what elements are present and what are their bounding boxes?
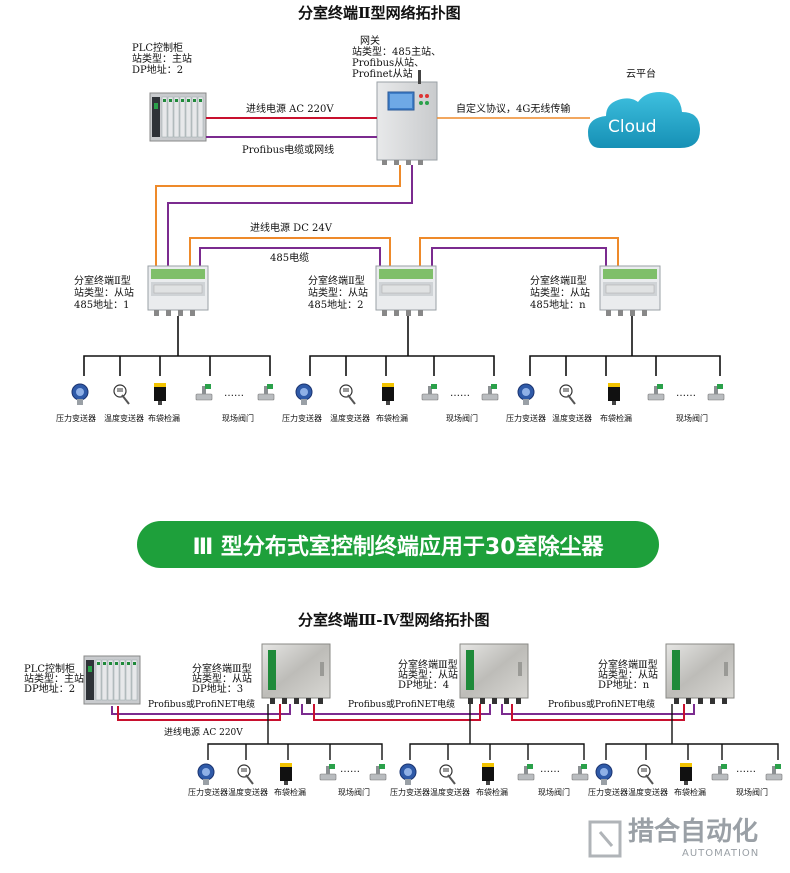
dots-label: …… (676, 388, 696, 399)
cloud-platform-label: 云平台 (626, 69, 656, 80)
custom-protocol-label: 自定义协议，4G无线传输 (456, 104, 571, 115)
valve-label: 现场阀门 (676, 414, 708, 423)
dc-power-label: 进线电源 DC 24V (250, 223, 332, 234)
terminal-ii-n (599, 265, 661, 317)
profibus2-label-3: Profibus或ProfiNET电缆 (548, 700, 656, 710)
bag-leak-label: 布袋检漏 (674, 788, 706, 797)
terminal3-label-3: DP地址：3 (192, 684, 244, 695)
company-logo-en: AUTOMATION (682, 848, 760, 859)
terminal4-label-3: DP地址：4 (398, 680, 450, 691)
plc-label-3: DP地址：2 (132, 65, 184, 76)
ac-power2-label: 进线电源 AC 220V (164, 728, 243, 738)
terminal2-label-2: 站类型：从站 (308, 288, 368, 299)
pressure-label: 压力变送器 (506, 414, 546, 423)
plc-cabinet-2 (83, 655, 141, 705)
pressure-label: 压力变送器 (588, 788, 628, 797)
pressure-label: 压力变送器 (56, 414, 96, 423)
gateway-label-3: Profibus从站、 (352, 58, 425, 69)
valve-label: 现场阀门 (446, 414, 478, 423)
plc-label-1: PLC控制柜 (132, 43, 184, 54)
cable-485-label: 485电缆 (270, 253, 310, 264)
terminal3-label-2: 站类型：从站 (192, 674, 252, 685)
gateway-device (376, 70, 438, 165)
pressure-label: 压力变送器 (188, 788, 228, 797)
company-logo-mark (588, 820, 622, 858)
banner-title: Ⅲ 型分布式室控制终端应用于30室除尘器 (137, 521, 659, 568)
dots-label: …… (540, 764, 560, 775)
dots-label: …… (736, 764, 756, 775)
profibus2-label-1: Profibus或ProfiNET电缆 (148, 700, 256, 710)
pressure-label: 压力变送器 (282, 414, 322, 423)
temperature-label: 温度变送器 (628, 788, 668, 797)
temperature-label: 温度变送器 (552, 414, 592, 423)
terminal1-label-1: 分室终端Ⅱ型 (74, 276, 131, 287)
terminal-iii-3 (261, 643, 331, 705)
valve-label: 现场阀门 (736, 788, 768, 797)
profibus-cable-label: Profibus电缆或网线 (242, 145, 335, 156)
bag-leak-label: 布袋检漏 (476, 788, 508, 797)
gateway-label-4: Profinet从站 (352, 69, 413, 80)
valve-label: 现场阀门 (338, 788, 370, 797)
dots-label: …… (224, 388, 244, 399)
temperature-label: 温度变送器 (228, 788, 268, 797)
terminal1-label-2: 站类型：从站 (74, 288, 134, 299)
profibus2-label-2: Profibus或ProfiNET电缆 (348, 700, 456, 710)
plc-label-2: 站类型：主站 (132, 54, 192, 65)
cloud-icon (588, 92, 700, 148)
temperature-label: 温度变送器 (330, 414, 370, 423)
dots-label: …… (340, 764, 360, 775)
dots-label: …… (450, 388, 470, 399)
terminaln-label-2: 站类型：从站 (530, 288, 590, 299)
bag-leak-label: 布袋检漏 (274, 788, 306, 797)
plc2-label-1: PLC控制柜 (24, 664, 76, 675)
valve-label: 现场阀门 (222, 414, 254, 423)
terminaln-label-3: 485地址：n (530, 300, 586, 311)
gateway-label-2: 站类型：485主站、 (352, 47, 442, 58)
terminaln2-label-2: 站类型：从站 (598, 670, 658, 681)
bag-leak-label: 布袋检漏 (600, 414, 632, 423)
terminal-ii-1 (147, 265, 209, 317)
terminal2-label-1: 分室终端Ⅱ型 (308, 276, 365, 287)
terminal4-label-1: 分室终端Ⅲ型 (398, 660, 458, 671)
terminaln2-label-3: DP地址：n (598, 680, 650, 691)
terminal-ii-2 (375, 265, 437, 317)
terminaln2-label-1: 分室终端Ⅲ型 (598, 660, 658, 671)
terminal-iii-n (665, 643, 735, 705)
bag-leak-label: 布袋检漏 (148, 414, 180, 423)
temperature-label: 温度变送器 (104, 414, 144, 423)
diagram2-title: 分室终端Ⅲ-Ⅳ型网络拓扑图 (298, 611, 490, 629)
bag-leak-label: 布袋检漏 (376, 414, 408, 423)
gateway-label-1: 网关 (360, 36, 380, 47)
terminal4-label-2: 站类型：从站 (398, 670, 458, 681)
valve-label: 现场阀门 (538, 788, 570, 797)
plc2-label-2: 站类型：主站 (24, 674, 84, 685)
plc2-label-3: DP地址：2 (24, 684, 76, 695)
cloud-text: Cloud (608, 117, 657, 137)
terminal1-label-3: 485地址：1 (74, 300, 130, 311)
diagram1-title: 分室终端Ⅱ型网络拓扑图 (298, 4, 461, 22)
terminal3-label-1: 分室终端Ⅲ型 (192, 664, 252, 675)
ac-power-label: 进线电源 AC 220V (246, 104, 334, 115)
terminaln-label-1: 分室终端Ⅱ型 (530, 276, 587, 287)
pressure-label: 压力变送器 (390, 788, 430, 797)
terminal2-label-3: 485地址：2 (308, 300, 364, 311)
plc-cabinet-1 (149, 92, 207, 142)
terminal-iii-4 (459, 643, 529, 705)
temperature-label: 温度变送器 (430, 788, 470, 797)
company-logo-cn: 措合自动化 (628, 817, 759, 847)
